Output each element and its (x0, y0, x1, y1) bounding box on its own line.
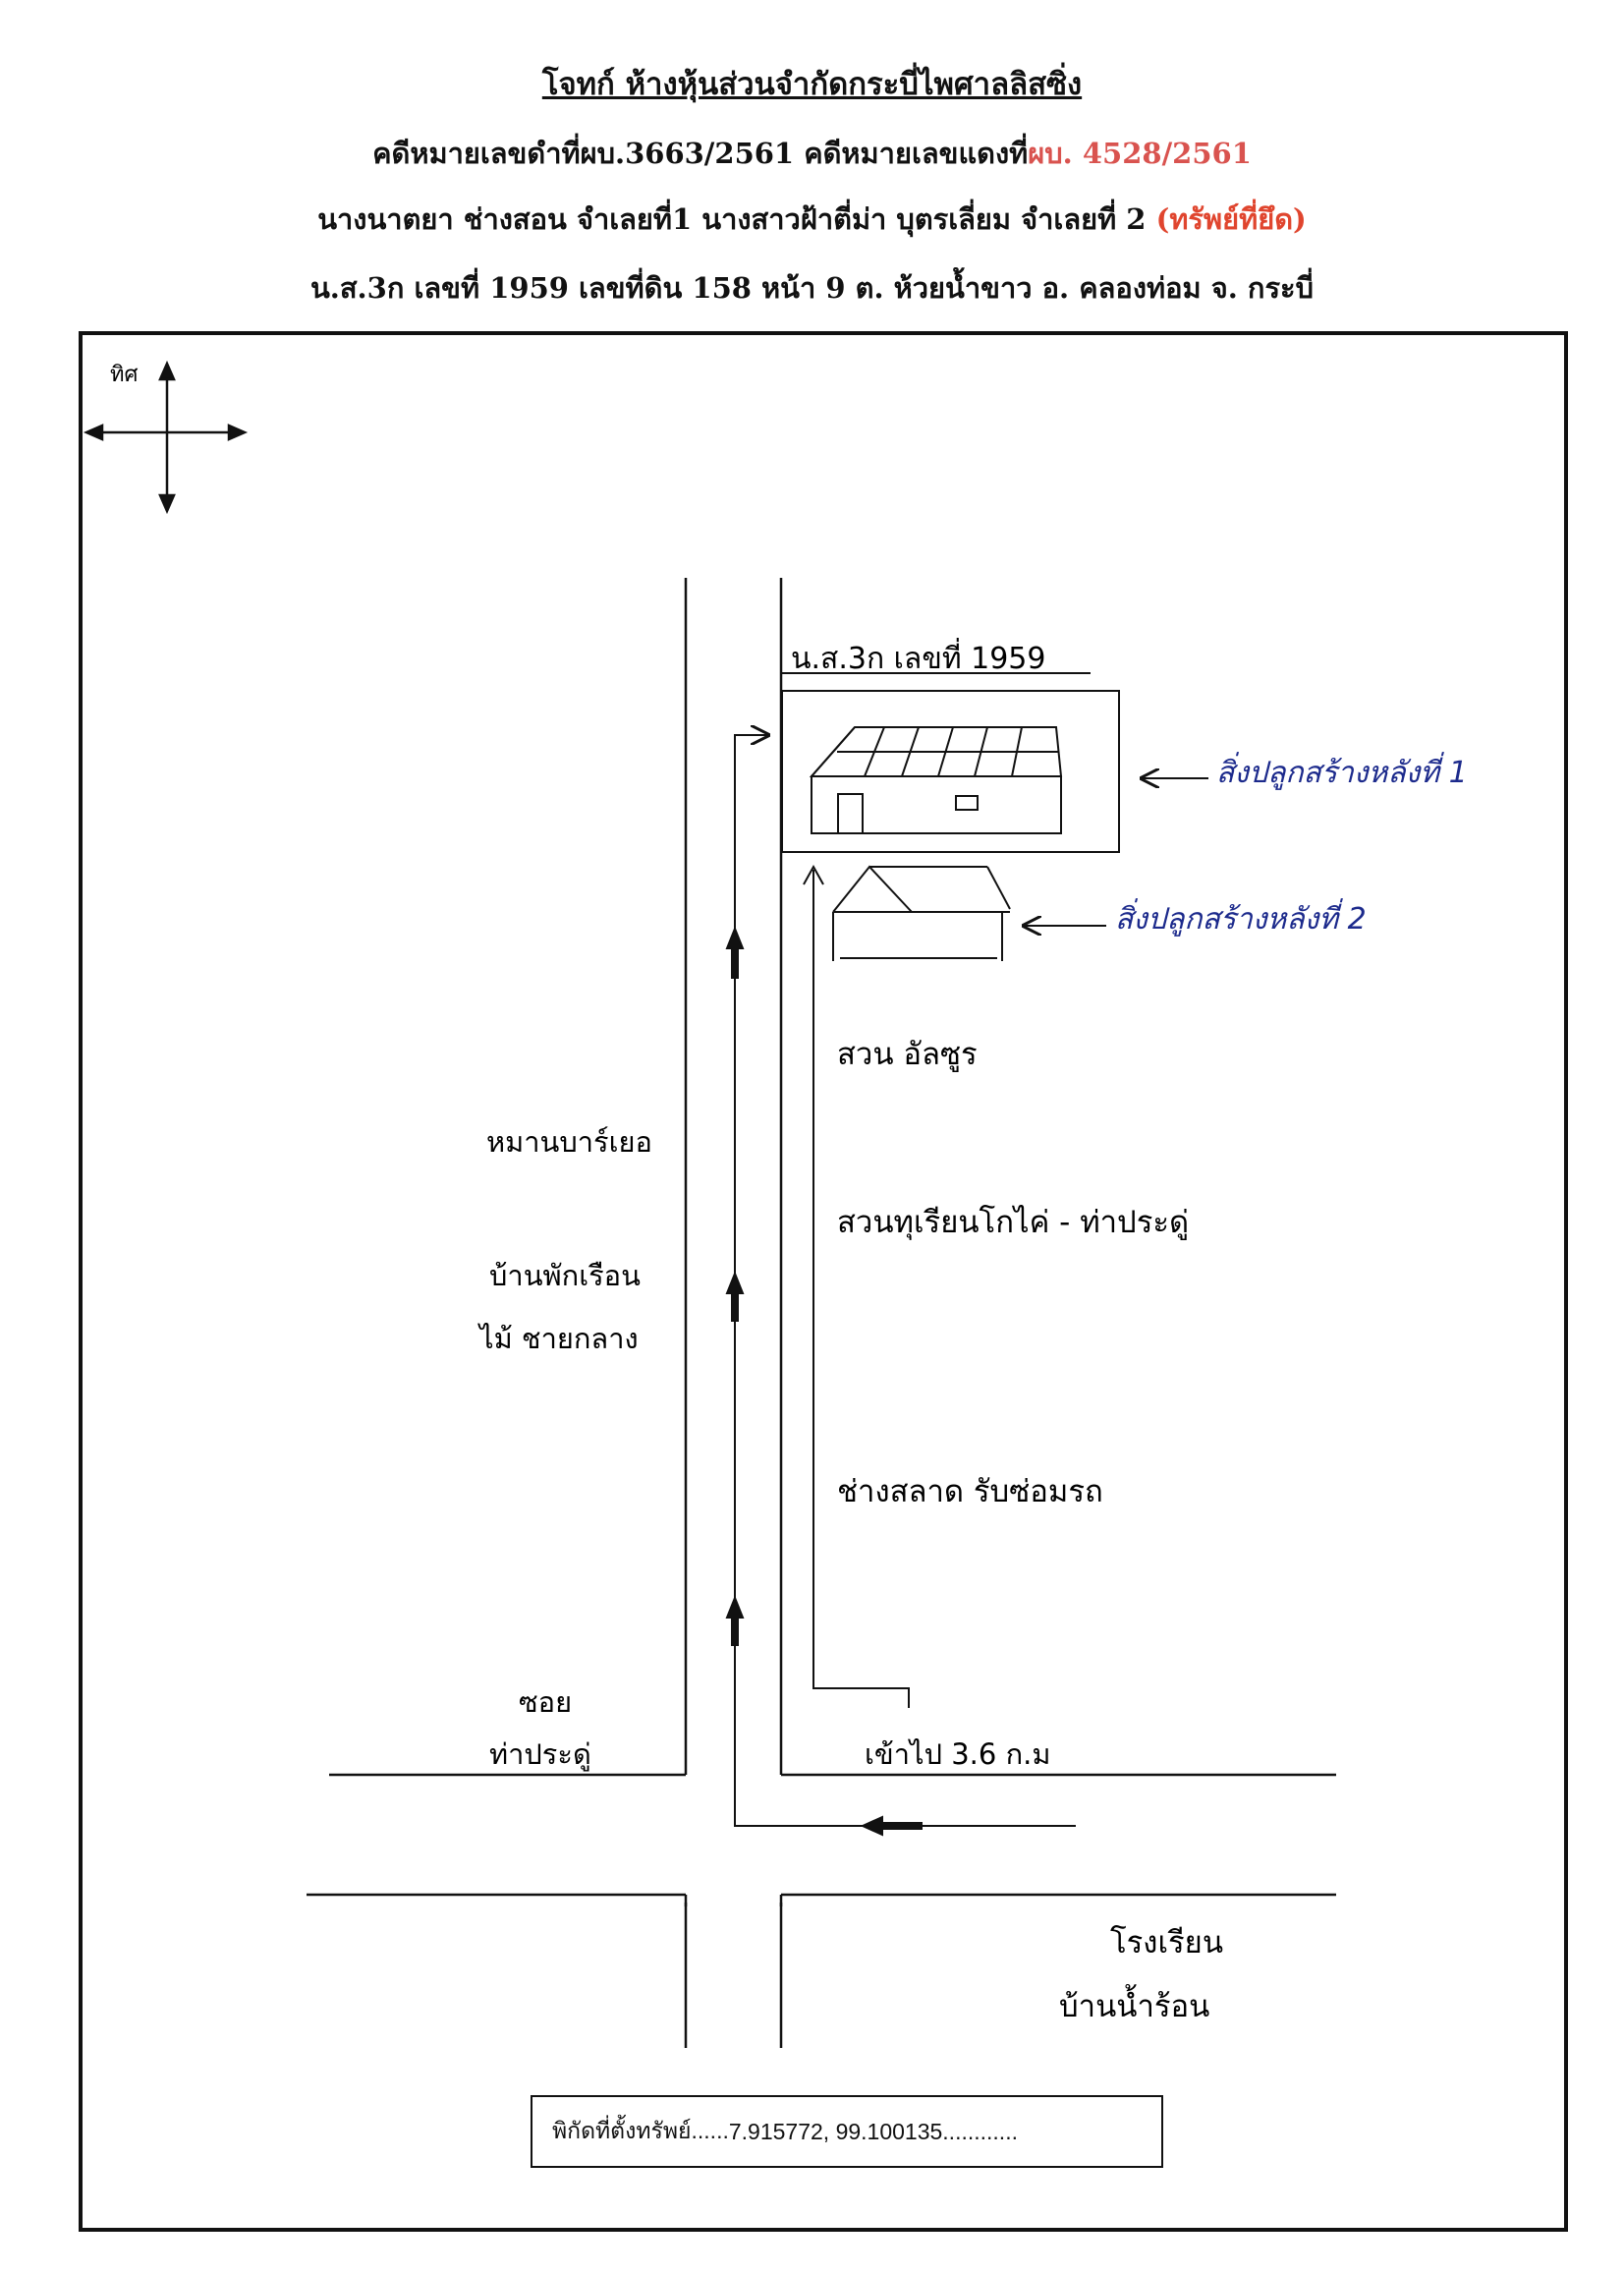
defendants-line: นางนาตยา ช่างสอน จำเลยที่1 นางสาวฝ้าตี่ม… (0, 197, 1624, 242)
route-arrow-icon (725, 926, 923, 1837)
building-1-icon (809, 726, 1063, 834)
coordinates-value: 7.915772, 99.100135............ (728, 2118, 1018, 2144)
durian-orchard-label: สวนทุเรียนโกไค่ - ท่าประดู่ (837, 1205, 1189, 1241)
car-shop-label: ช่างสลาด รับซ่อมรถ (837, 1474, 1103, 1509)
rambutan-orchard-label: สวน อัลซูร (837, 1037, 978, 1072)
title-deed-line: น.ส.3ก เลขที่ 1959 เลขที่ดิน 158 หน้า 9 … (309, 271, 1315, 305)
route-line (734, 735, 1076, 1827)
compass-icon (83, 360, 249, 515)
defendants-names: นางนาตยา ช่างสอน จำเลยที่1 นางสาวฝ้าตี่ม… (317, 202, 1147, 236)
case-number-line: คดีหมายเลขดำที่ผบ.3663/2561 คดีหมายเลขแด… (0, 131, 1624, 176)
coordinates-box: พิกัดที่ตั้งทรัพย์...... 7.915772, 99.10… (531, 2095, 1163, 2168)
building-2-label: สิ่งปลูกสร้างหลังที่ 2 (1115, 898, 1367, 937)
lower-road (307, 1893, 1336, 1906)
parcel-boundary (781, 690, 1120, 853)
seized-property-tag: (ทรัพย์ที่ยึด) (1155, 202, 1307, 236)
soi-label-line1: ซอย (519, 1685, 572, 1719)
wood-house-label-line1: บ้านพักเรือน (489, 1259, 641, 1292)
map-frame (79, 331, 1568, 2232)
side-lane (803, 864, 910, 1708)
soi-label-line2: ท่าประดู่ (489, 1737, 591, 1772)
distance-label: เข้าไป 3.6 ก.ม (865, 1737, 1050, 1771)
case-red-number: ผบ. 4528/2561 (1028, 137, 1252, 170)
case-black-number: คดีหมายเลขดำที่ผบ.3663/2561 คดีหมายเลขแด… (372, 137, 1029, 170)
coordinates-label: พิกัดที่ตั้งทรัพย์...... (552, 2118, 729, 2143)
plaintiff-heading: โจทก์ ห้างหุ้นส่วนจำกัดกระบี่ไพศาลลิสซิ่… (541, 67, 1083, 102)
compass-label: ทิศ (110, 363, 139, 387)
building-1-label: สิ่งปลูกสร้างหลังที่ 1 (1216, 752, 1468, 790)
parcel-label: น.ส.3ก เลขที่ 1959 (791, 638, 1045, 676)
school-label-line2: บ้านน้ำร้อน (1059, 1984, 1209, 2024)
wood-house-label-line2: ไม้ ชายกลาง (477, 1322, 639, 1355)
village-label: หมานบาร์เยอ (486, 1125, 652, 1159)
school-label-line1: โรงเรียน (1110, 1925, 1223, 1961)
building-2-icon (832, 865, 1011, 961)
